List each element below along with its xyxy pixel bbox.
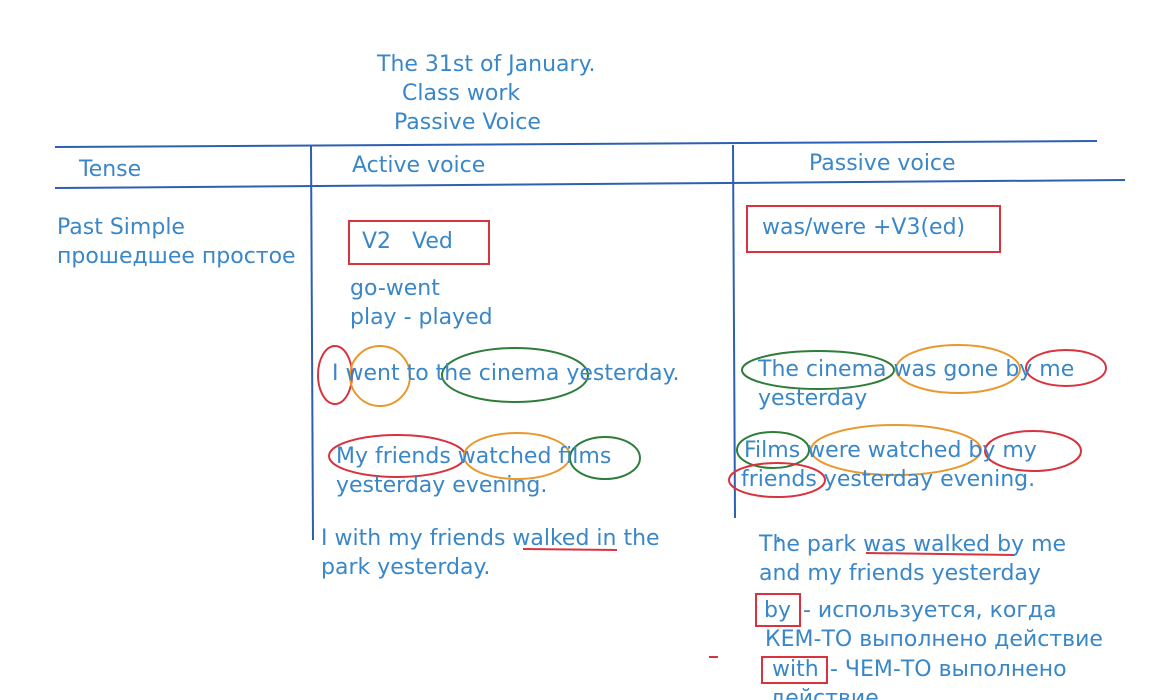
active-sentence-2-line-1: My friends watched films — [336, 444, 612, 469]
active-sentence-1: I went to the cinema yesterday. — [332, 361, 680, 386]
underline-was-walked — [865, 552, 1016, 556]
lesson-subtitle: Class work — [402, 81, 521, 106]
tense-translation: прошедшее простое — [57, 244, 296, 269]
active-formula: V2 Ved — [362, 229, 453, 254]
lesson-topic: Passive Voice — [394, 110, 541, 135]
passive-sentence-3-line-1: The park was walked by me — [759, 532, 1067, 557]
agent-mark-by-my — [984, 430, 1082, 472]
note-by-rule-line-2: КЕМ-ТО выполнено действие — [765, 627, 1103, 652]
object-mark-the-cinema-passive — [741, 350, 895, 390]
verb-mark-was-gone — [895, 344, 1021, 394]
stray-mark-blue — [777, 536, 780, 543]
header-top-rule — [54, 140, 1098, 148]
column-header-tense: Tense — [79, 157, 142, 182]
with-word-box — [761, 656, 828, 684]
column-divider-2 — [732, 144, 736, 519]
by-word-box — [755, 593, 801, 627]
lesson-date: The 31st of January. — [377, 52, 596, 77]
object-mark-films-passive — [736, 431, 810, 469]
note-by-word: by — [764, 598, 791, 623]
passive-formula-box — [746, 205, 1001, 253]
agent-mark-by-me — [1025, 349, 1107, 387]
note-by-rule-line-1: - используется, когда — [803, 598, 1057, 623]
passive-sentence-3-line-2: and my friends yesterday — [759, 561, 1041, 586]
underline-walked — [522, 548, 618, 551]
passive-sentence-1-line-1: The cinema was gone by me — [758, 357, 1075, 382]
object-mark-films — [569, 436, 641, 480]
active-example-1: go-went — [350, 276, 440, 301]
verb-mark-went — [349, 345, 411, 407]
passive-sentence-2-line-1: Films were watched by my — [744, 438, 1037, 463]
verb-mark-were-watched — [810, 424, 982, 476]
subject-mark-i — [317, 345, 353, 405]
active-sentence-3-line-1: I with my friends walked in the — [321, 526, 660, 551]
note-with-rule-line-2: действие — [770, 686, 879, 700]
column-divider-1 — [310, 144, 314, 541]
column-header-active: Active voice — [352, 153, 486, 178]
active-formula-box — [348, 220, 490, 265]
agent-mark-friends — [728, 462, 826, 498]
active-sentence-2-line-2: yesterday evening. — [336, 473, 548, 498]
header-bottom-rule — [54, 179, 1126, 189]
passive-sentence-2-line-2: friends yesterday evening. — [741, 467, 1036, 492]
note-with-word: with — [772, 657, 819, 682]
passive-formula: was/were +V3(ed) — [762, 215, 966, 240]
note-with-rule-line-1: - ЧЕМ-ТО выполнено — [830, 657, 1067, 682]
object-mark-the-cinema — [441, 347, 589, 403]
passive-sentence-1-line-2: yesterday — [758, 386, 868, 411]
column-header-passive: Passive voice — [809, 151, 956, 176]
tense-name: Past Simple — [57, 215, 185, 240]
active-example-2: play - played — [350, 305, 493, 330]
active-sentence-3-line-2: park yesterday. — [321, 555, 491, 580]
